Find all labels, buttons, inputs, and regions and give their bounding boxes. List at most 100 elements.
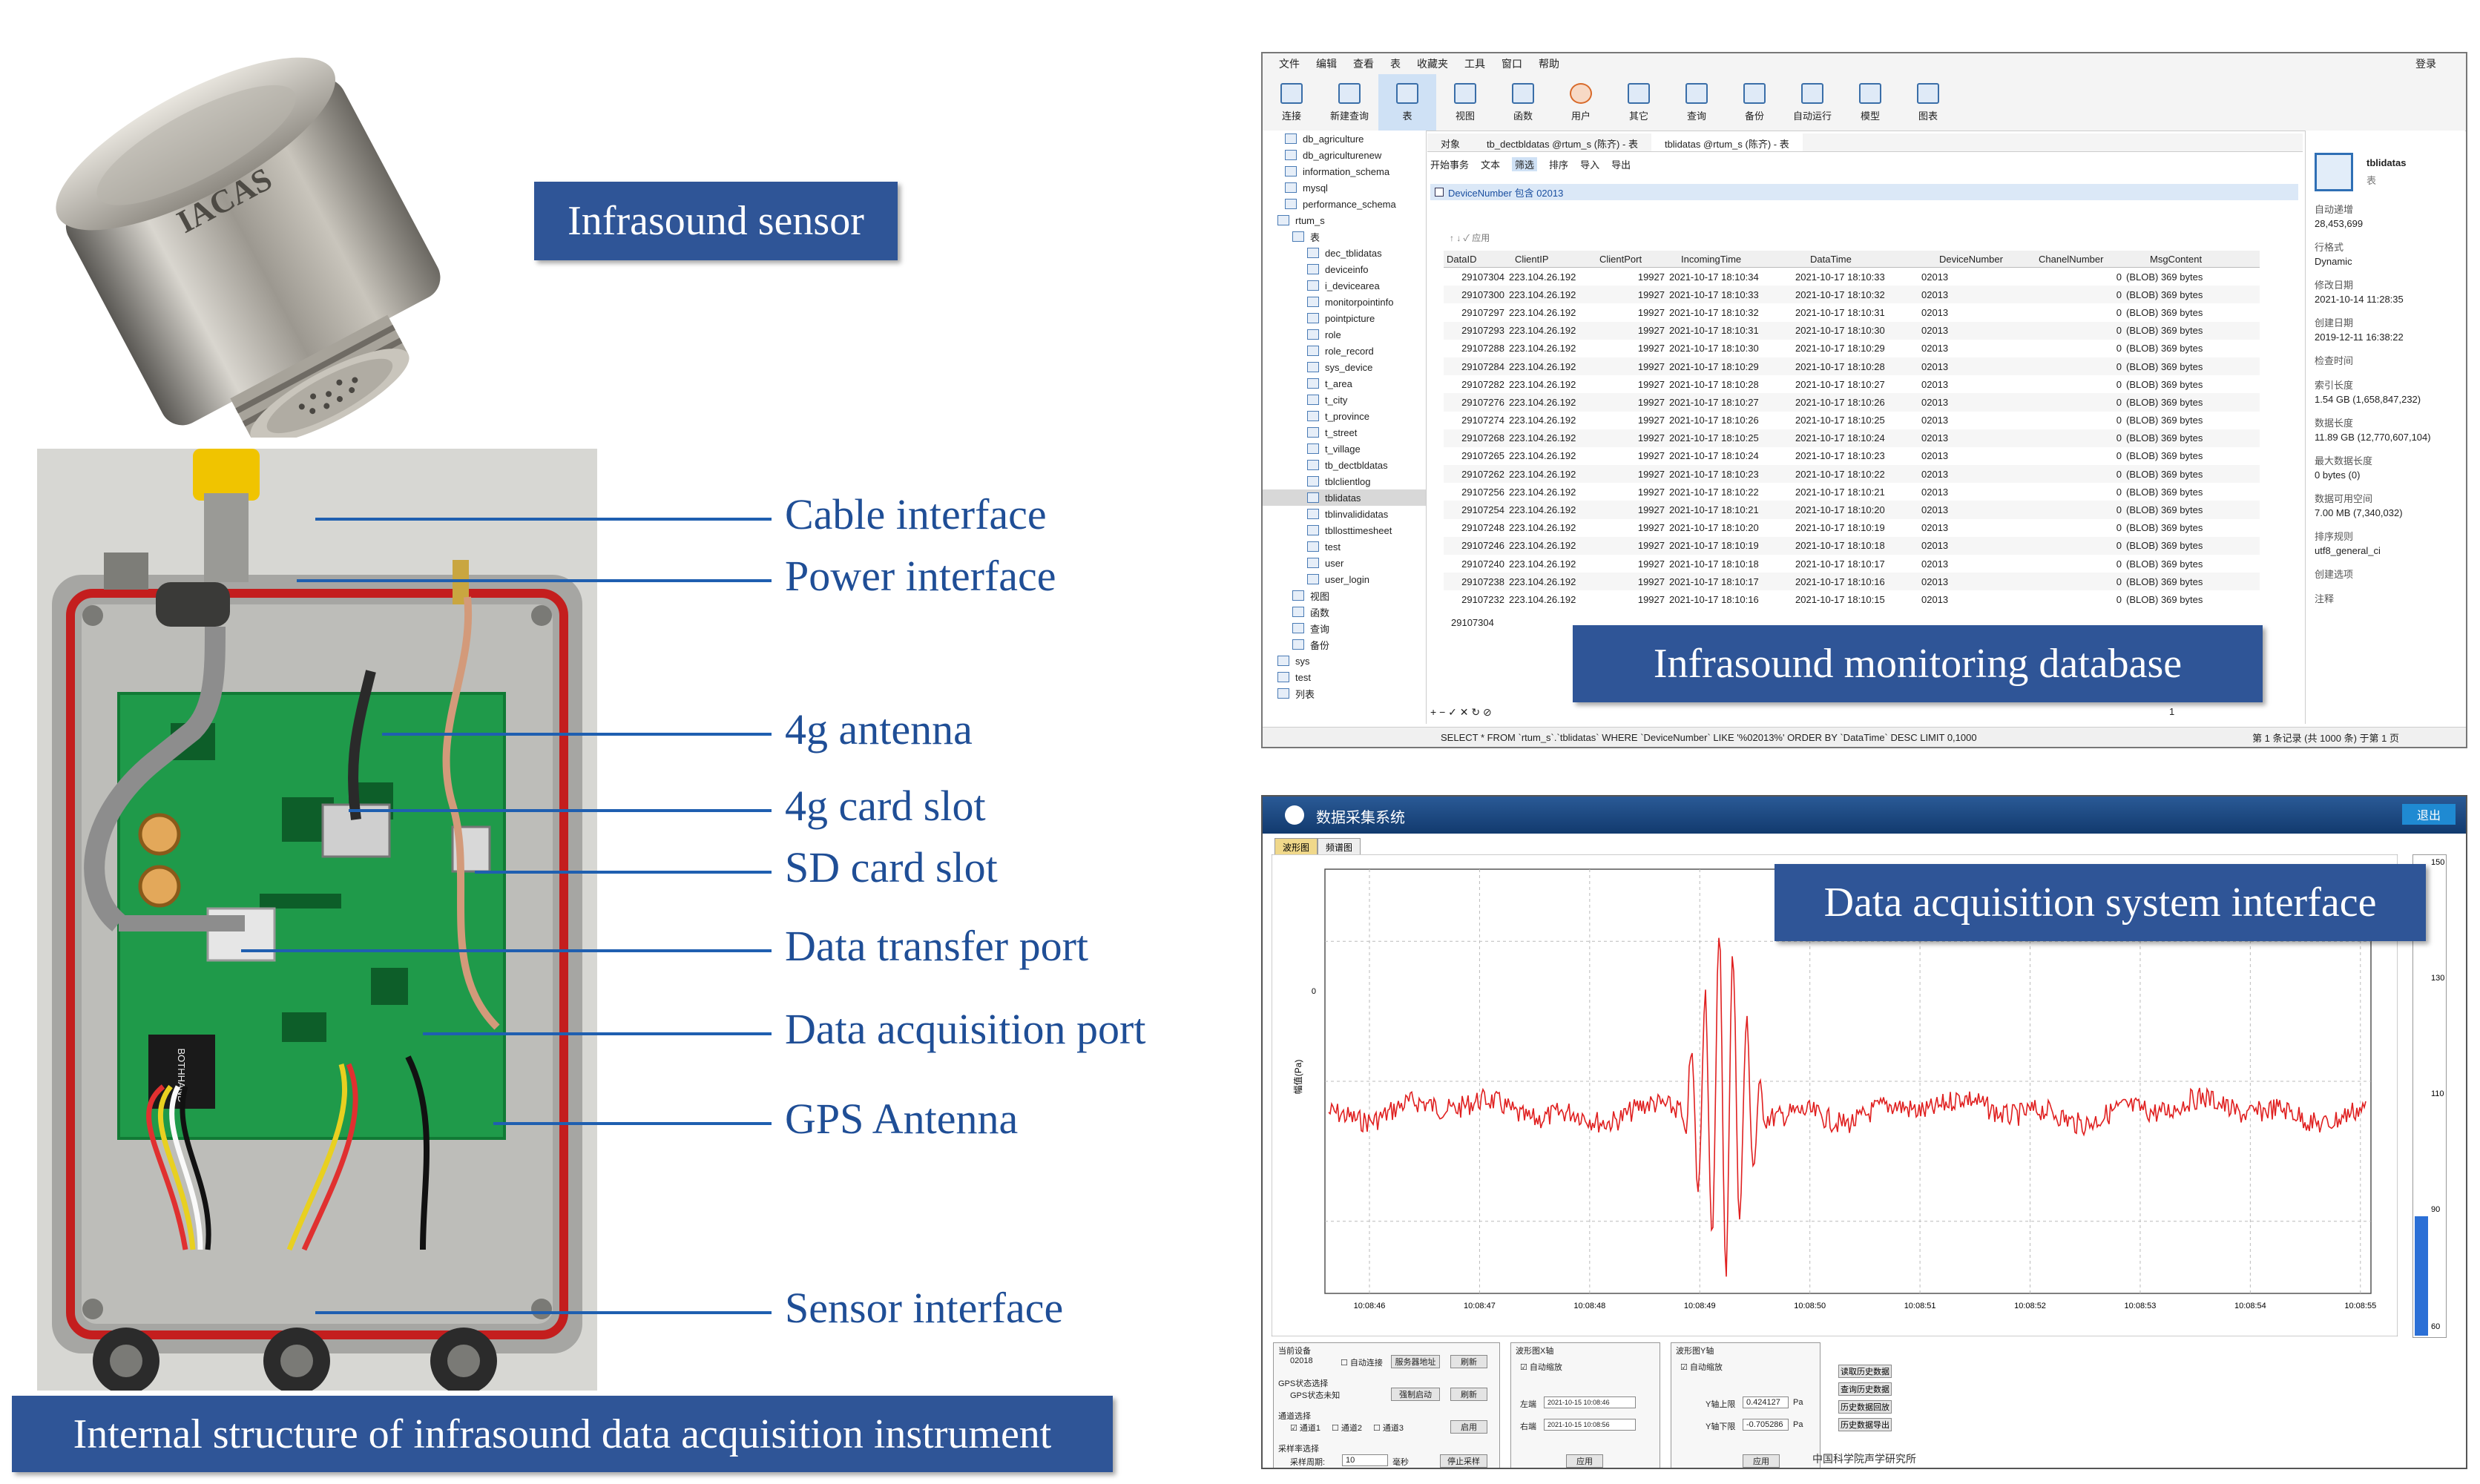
toolbar-model[interactable]: 模型 [1841, 74, 1899, 131]
tab-spectrum[interactable]: 频谱图 [1318, 838, 1361, 857]
toolbar-chart[interactable]: 图表 [1899, 74, 1957, 131]
y-upper-input[interactable]: 0.424127 [1743, 1396, 1789, 1408]
tree-item[interactable]: 查询 [1263, 620, 1426, 636]
tree-item[interactable]: 表 [1263, 228, 1426, 245]
column-header[interactable]: DataTime [1810, 253, 1852, 265]
y-lower-input[interactable]: -0.705286 [1743, 1419, 1789, 1431]
toolbar-query[interactable]: 查询 [1668, 74, 1726, 131]
x-start-input[interactable]: 2021-10-15 10:08:46 [1544, 1396, 1636, 1408]
toolbar-other[interactable]: 其它 [1610, 74, 1668, 131]
toolbar-view[interactable]: 视图 [1436, 74, 1494, 131]
tree-item[interactable]: tb_dectbldatas [1263, 457, 1426, 473]
tree-item[interactable]: sys_device [1263, 359, 1426, 375]
export-history-button[interactable]: 历史数据导出 [1838, 1418, 1892, 1431]
tree-item[interactable]: 视图 [1263, 587, 1426, 604]
column-header[interactable]: IncomingTime [1681, 253, 1742, 265]
tree-item[interactable]: rtum_s [1263, 212, 1426, 228]
channel-3-checkbox[interactable]: ☐ 通道3 [1373, 1424, 1404, 1433]
toolbar-table[interactable]: 表 [1378, 74, 1436, 131]
menu-table[interactable]: 表 [1390, 58, 1401, 70]
server-address-button[interactable]: 服务器地址 [1391, 1355, 1440, 1368]
tree-item[interactable]: sys [1263, 653, 1426, 669]
tree-item[interactable]: role_record [1263, 343, 1426, 359]
tree-item[interactable]: t_street [1263, 424, 1426, 441]
page-number[interactable]: 1 [2169, 706, 2175, 717]
tree-item[interactable]: test [1263, 669, 1426, 685]
tree-item[interactable]: 函数 [1263, 604, 1426, 620]
toolbar-backup[interactable]: 备份 [1726, 74, 1783, 131]
x-apply-button[interactable]: 应用 [1566, 1454, 1603, 1468]
column-header[interactable]: DeviceNumber [1939, 253, 2003, 265]
y-apply-button[interactable]: 应用 [1743, 1454, 1780, 1468]
tree-item[interactable]: tblinvalididatas [1263, 506, 1426, 522]
export-button[interactable]: 导出 [1611, 159, 1631, 171]
tree-item[interactable]: role [1263, 326, 1426, 343]
column-header[interactable]: DataID [1447, 253, 1477, 265]
playback-history-button[interactable]: 历史数据回放 [1838, 1400, 1892, 1414]
column-header[interactable]: ChanelNumber [2039, 253, 2104, 265]
stop-sampling-button[interactable]: 停止采样 [1440, 1454, 1487, 1468]
tree-item[interactable]: pointpicture [1263, 310, 1426, 326]
tree-item[interactable]: monitorpointinfo [1263, 294, 1426, 310]
read-history-button[interactable]: 读取历史数据 [1838, 1365, 1892, 1378]
tree-item[interactable]: t_village [1263, 441, 1426, 457]
toolbar-function[interactable]: 函数 [1494, 74, 1552, 131]
menu-favorites[interactable]: 收藏夹 [1417, 58, 1448, 70]
login-button[interactable]: 登录 [2415, 58, 2436, 70]
tree-item[interactable]: tblidatas [1263, 489, 1426, 506]
tree-item[interactable]: user [1263, 555, 1426, 571]
toolbar-automation[interactable]: 自动运行 [1783, 74, 1841, 131]
toolbar-new-query[interactable]: 新建查询 [1320, 74, 1378, 131]
begin-transaction-button[interactable]: 开始事务 [1430, 159, 1470, 171]
tree-item[interactable]: db_agriculturenew [1263, 147, 1426, 163]
tree-item[interactable]: tblclientlog [1263, 473, 1426, 489]
import-button[interactable]: 导入 [1580, 159, 1600, 171]
tab-tblidatas[interactable]: tblidatas @rtum_s (陈齐) - 表 [1651, 133, 1803, 151]
menu-help[interactable]: 帮助 [1539, 58, 1559, 70]
tree-item[interactable]: information_schema [1263, 163, 1426, 179]
tree-item[interactable]: t_city [1263, 392, 1426, 408]
x-end-input[interactable]: 2021-10-15 10:08:56 [1544, 1419, 1636, 1431]
refresh-button[interactable]: 刷新 [1450, 1355, 1487, 1368]
tab-objects[interactable]: 对象 [1441, 139, 1461, 150]
y-auto-scale-checkbox[interactable]: ☑ 自动缩放 [1680, 1363, 1723, 1372]
channel-apply-button[interactable]: 启用 [1450, 1420, 1487, 1434]
tree-item[interactable]: tbllosttimesheet [1263, 522, 1426, 538]
column-header[interactable]: ClientIP [1515, 253, 1549, 265]
menu-edit[interactable]: 编辑 [1316, 58, 1337, 70]
tree-item[interactable]: user_login [1263, 571, 1426, 587]
filter-button[interactable]: 筛选 [1512, 157, 1538, 171]
menu-view[interactable]: 查看 [1353, 58, 1374, 70]
text-button[interactable]: 文本 [1481, 159, 1501, 171]
channel-1-checkbox[interactable]: ☑ 通道1 [1290, 1424, 1321, 1433]
tree-item[interactable]: performance_schema [1263, 196, 1426, 212]
tree-item[interactable]: mysql [1263, 179, 1426, 196]
tree-item[interactable]: 备份 [1263, 636, 1426, 653]
tree-item[interactable]: 列表 [1263, 685, 1426, 702]
toolbar-connect[interactable]: 连接 [1263, 74, 1320, 131]
auto-connect-checkbox[interactable]: ☐ 自动连接 [1341, 1359, 1383, 1368]
tree-item[interactable]: deviceinfo [1263, 261, 1426, 277]
apply-filter[interactable]: ↑ ↓ ✓ 应用 [1450, 233, 1490, 243]
tree-item[interactable]: i_devicearea [1263, 277, 1426, 294]
tree-item[interactable]: test [1263, 538, 1426, 555]
column-header[interactable]: ClientPort [1599, 253, 1642, 265]
tree-item[interactable]: dec_tblidatas [1263, 245, 1426, 261]
filter-checkbox[interactable] [1435, 188, 1444, 197]
tree-item[interactable]: db_agriculture [1263, 131, 1426, 147]
exit-button[interactable]: 退出 [2402, 804, 2456, 825]
